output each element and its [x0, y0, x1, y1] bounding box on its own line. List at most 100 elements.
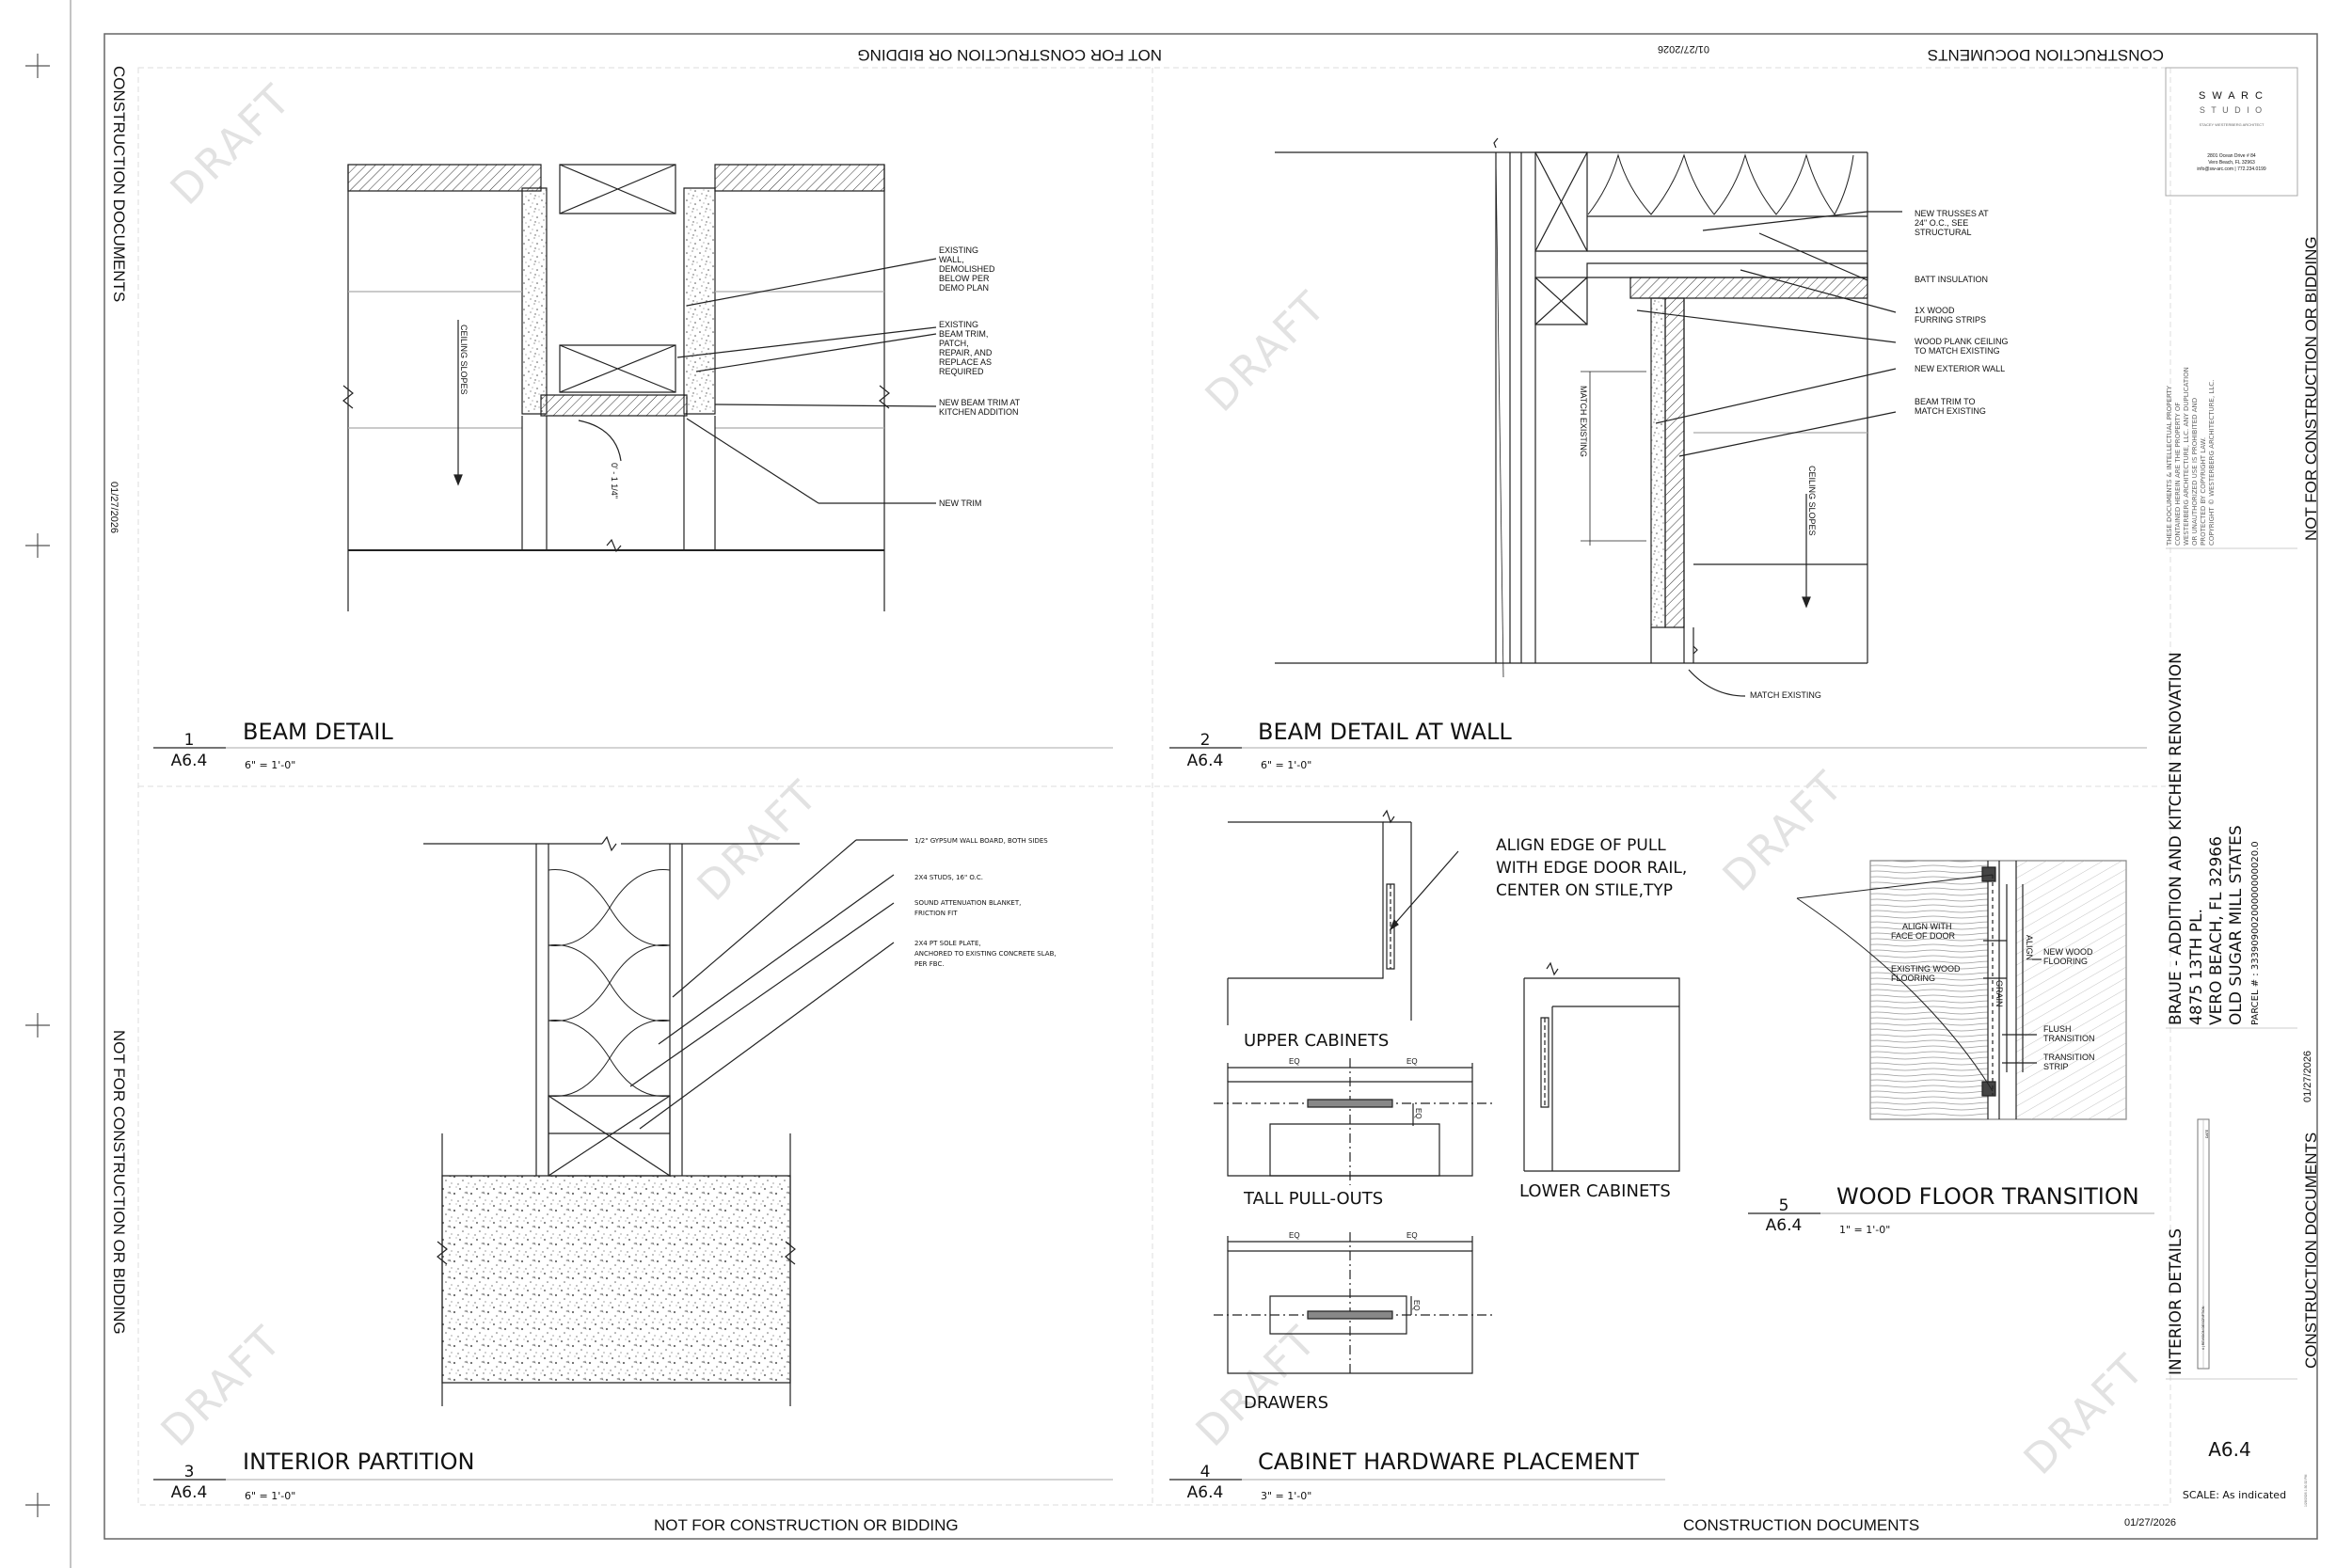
sheet-border	[104, 34, 2317, 1539]
project-address-2: VERO BEACH, FL 32966	[2207, 836, 2226, 1025]
detail-beam-at-wall-text: NEW TRUSSES AT 24" O.C., SEE STRUCTURAL …	[1579, 209, 2009, 700]
lower-cabinet	[1524, 978, 1679, 1171]
floor-note-5a: TRANSITION	[2043, 1053, 2095, 1062]
detail-1-sheet: A6.4	[171, 752, 208, 770]
copyright-line-4: OR UNAUTHORIZED USE IS PROHIBITED AND	[2191, 398, 2199, 546]
project-address-3: OLD SUGAR MILL STATES	[2227, 825, 2246, 1025]
copyright-line-1: THESE DOCUMENTS & INTELLECTUAL PROPERTY	[2166, 385, 2173, 546]
detail-title-1: 1 A6.4 BEAM DETAIL 6" = 1'-0"	[153, 719, 1113, 771]
logo-line-2: S T U D I O	[2200, 105, 2264, 115]
floor-note-3b: FLOORING	[2043, 957, 2088, 966]
detail-2-number: 2	[1200, 731, 1211, 750]
project-info: BRAUE - ADDITION AND KITCHEN RENOVATION …	[2167, 652, 2261, 1025]
floor-note-3a: NEW WOOD	[2043, 947, 2093, 957]
detail-4-title: CABINET HARDWARE PLACEMENT	[1258, 1449, 1639, 1475]
floor-note-4a: FLUSH	[2043, 1024, 2072, 1034]
copyright-line-5: PROTECTED BY COPYRIGHT LAW.	[2200, 437, 2207, 546]
cabinet-label-upper: UPPER CABINETS	[1244, 1031, 1389, 1051]
logo-tagline: STACEY WESTERBERG ARCHITECT	[2200, 122, 2265, 127]
wall-note-1b: 24" O.C., SEE	[1915, 218, 1968, 228]
new-flooring	[2016, 861, 2126, 1119]
tall-eq-vertical: EQ	[1414, 1108, 1422, 1119]
detail-title-3: 3 A6.4 INTERIOR PARTITION 6" = 1'-0"	[153, 1449, 1113, 1502]
partition-note-4a: 2X4 PT SOLE PLATE,	[914, 940, 981, 947]
cabinet-label-drawers: DRAWERS	[1244, 1393, 1328, 1413]
concrete-slab	[442, 1176, 790, 1383]
draft-watermark-2: DRAFT	[1197, 281, 1337, 421]
detail-5-title: WOOD FLOOR TRANSITION	[1836, 1183, 2139, 1210]
detail-5-sheet: A6.4	[1766, 1216, 1803, 1235]
partition-note-4c: PER FBC.	[914, 960, 945, 968]
detail-4-scale: 3" = 1'-0"	[1261, 1490, 1311, 1502]
title-block: S W A R C S T U D I O STACEY WESTERBERG …	[2166, 68, 2308, 1507]
detail-3-number: 3	[184, 1463, 195, 1481]
parcel-number: PARCEL # : 33390900200000000020.0	[2250, 841, 2261, 1025]
floor-note-2b: FLOORING	[1891, 974, 1935, 983]
detail-5-scale: 1" = 1'-0"	[1839, 1224, 1890, 1236]
copyright-notice: THESE DOCUMENTS & INTELLECTUAL PROPERTY …	[2166, 367, 2216, 546]
left-strip-notice: NOT FOR CONSTRUCTION OR BIDDING	[110, 1030, 128, 1335]
detail-wood-floor-transition-text: ALIGN WITH FACE OF DOOR EXISTING WOOD FL…	[1891, 922, 2095, 1071]
wall-vertical-dim: MATCH EXISTING	[1579, 386, 1588, 457]
beam-note-1e: DEMO PLAN	[939, 283, 989, 293]
detail-interior-partition-text: 1/2" GYPSUM WALL BOARD, BOTH SIDES 2X4 S…	[914, 837, 1057, 968]
right-strip-notice: NOT FOR CONSTRUCTION OR BIDDING	[2302, 236, 2320, 541]
revision-date-header: DATE	[2205, 1129, 2209, 1138]
logo-address-1: 2801 Ocean Drive # 84	[2207, 153, 2256, 159]
wall-note-6b: MATCH EXISTING	[1915, 406, 1986, 416]
bottom-strip-date: 01/27/2026	[2124, 1517, 2176, 1528]
partition-note-4b: ANCHORED TO EXISTING CONCRETE SLAB,	[914, 950, 1057, 958]
beam-note-3b: KITCHEN ADDITION	[939, 407, 1019, 417]
beam-ceiling-slopes: CEILING SLOPES	[459, 325, 469, 395]
partition-note-2: 2X4 STUDS, 16" O.C.	[914, 874, 983, 881]
sheet-title: INTERIOR DETAILS	[2167, 1228, 2185, 1375]
drawer-eq-vertical: EQ	[1412, 1300, 1421, 1311]
bottom-strip-notice: NOT FOR CONSTRUCTION OR BIDDING	[654, 1516, 959, 1534]
wall-note-2: BATT INSULATION	[1915, 275, 1988, 284]
right-strip-date: 01/27/2026	[2302, 1051, 2313, 1102]
wall-note-1a: NEW TRUSSES AT	[1915, 209, 1989, 218]
registration-marks	[25, 54, 50, 1517]
detail-wood-floor-transition	[1797, 861, 2126, 1119]
beam-note-1b: WALL,	[939, 255, 964, 264]
detail-3-title: INTERIOR PARTITION	[243, 1449, 474, 1475]
detail-1-scale: 6" = 1'-0"	[245, 759, 295, 771]
detail-4-number: 4	[1200, 1463, 1211, 1481]
cabinet-align-note-3: CENTER ON STILE,TYP	[1496, 881, 1673, 900]
detail-cabinet-hardware-text: ALIGN EDGE OF PULL WITH EDGE DOOR RAIL, …	[1243, 836, 1687, 1413]
wall-note-4b: TO MATCH EXISTING	[1915, 346, 2000, 356]
detail-interior-partition	[423, 837, 908, 1406]
upper-cabinet	[1228, 822, 1383, 978]
beam-note-2b: BEAM TRIM,	[939, 329, 988, 339]
floor-align-label: ALIGN	[2025, 935, 2034, 960]
beam-note-1d: BELOW PER	[939, 274, 990, 283]
floor-note-4b: TRANSITION	[2043, 1034, 2095, 1043]
cabinet-align-note-2: WITH EDGE DOOR RAIL,	[1496, 859, 1687, 878]
draft-watermark-6: DRAFT	[1187, 1316, 1327, 1456]
beam-note-1a: EXISTING	[939, 245, 978, 255]
copyright-line-2: CONTAINED HEREIN ARE THE PROPERTY OF	[2174, 403, 2182, 546]
print-stamp: 1/28/2026 1:30:32 PM	[2304, 1474, 2308, 1507]
logo-box	[2166, 68, 2297, 196]
wall-note-7: MATCH EXISTING	[1750, 690, 1821, 700]
logo-address-3: info@sw-arc.com | 772.234.0199	[2197, 166, 2266, 172]
drawer-eq-left: EQ	[1289, 1231, 1300, 1240]
wall-note-1c: STRUCTURAL	[1915, 228, 1972, 237]
detail-1-number: 1	[184, 731, 195, 750]
drawer-eq-right: EQ	[1406, 1231, 1418, 1240]
beam-note-2f: REQUIRED	[939, 367, 984, 376]
revision-col-header: # | REVISION DESCRIPTION	[2201, 1306, 2205, 1350]
left-strip-doc-type: CONSTRUCTION DOCUMENTS	[110, 66, 128, 302]
floor-note-1a: ALIGN WITH	[1902, 922, 1952, 931]
wall-ceiling-slopes: CEILING SLOPES	[1807, 466, 1817, 536]
wall-note-6a: BEAM TRIM TO	[1915, 397, 1976, 406]
draft-watermark-4: DRAFT	[1714, 761, 1854, 901]
beam-note-1c: DEMOLISHED	[939, 264, 995, 274]
draft-watermark-1: DRAFT	[162, 74, 302, 214]
detail-2-title: BEAM DETAIL AT WALL	[1258, 719, 1512, 745]
tall-eq-right: EQ	[1406, 1057, 1418, 1066]
project-address-1: 4875 13TH PL.	[2187, 909, 2206, 1025]
detail-2-sheet: A6.4	[1187, 752, 1224, 770]
sheet-title-group: INTERIOR DETAILS	[2167, 1228, 2185, 1375]
